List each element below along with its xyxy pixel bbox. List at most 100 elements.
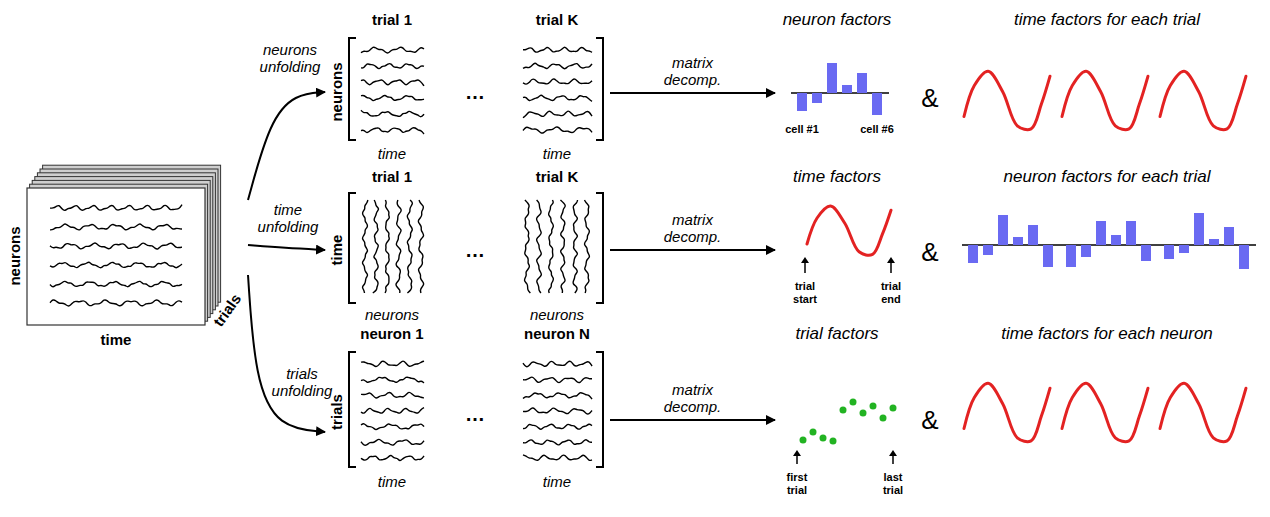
- unfolded-matrix: timetrial 1trial K…neuronsneurons: [325, 165, 610, 327]
- wave-trace: [361, 392, 424, 398]
- axis-label: trial K: [536, 168, 579, 185]
- factor-bar: [1043, 245, 1053, 267]
- wave-trace: [523, 455, 592, 460]
- time-factor-curve: [964, 71, 1050, 129]
- wave-trace: [373, 200, 379, 293]
- wave-trace: [361, 456, 424, 461]
- time-factor-curve: [964, 383, 1050, 441]
- wave-trace: [361, 64, 424, 69]
- wave-trace: [525, 200, 531, 293]
- trial-dot: [830, 438, 837, 445]
- unfolding-arrow: [248, 245, 325, 250]
- factor-panel: neuron factors cell #1 cell #6: [775, 8, 910, 148]
- edge-label: matrix decomp.: [656, 211, 730, 245]
- factor-panel: time factors for each trial: [950, 8, 1265, 148]
- matrix-bracket: [349, 193, 356, 303]
- wave-trace: [549, 200, 554, 293]
- pointer-arrow: [889, 450, 897, 456]
- trial-dot: [800, 437, 807, 444]
- factor-bar: [1111, 235, 1121, 245]
- node-artwork: [775, 165, 915, 315]
- node-artwork: [950, 322, 1265, 472]
- tick-label: cell #6: [852, 123, 902, 136]
- wave-trace: [573, 200, 577, 293]
- pointer-arrow: [796, 455, 798, 464]
- tick-label: trial end: [870, 280, 912, 306]
- tick-label: first trial: [776, 471, 818, 497]
- axis-label: time: [543, 145, 571, 162]
- wave-trace: [523, 440, 592, 445]
- factor-bar: [1224, 227, 1234, 245]
- factor-bar: [812, 93, 822, 103]
- ampersand-label: &: [921, 83, 938, 114]
- artwork-group: [791, 63, 889, 115]
- pointer-arrow: [793, 450, 801, 456]
- factor-bar: [1126, 221, 1136, 245]
- connector-group: [248, 92, 775, 432]
- wave-trace: [50, 205, 182, 211]
- tick-label: trial start: [784, 280, 826, 306]
- wave-trace: [361, 80, 424, 86]
- wave-trace: [361, 408, 424, 414]
- matrix-bracket: [596, 352, 603, 467]
- edge-label: trials unfolding: [265, 365, 339, 399]
- wave-trace: [50, 262, 182, 268]
- wave-trace: [523, 95, 592, 101]
- axis-label: trial 1: [372, 168, 412, 185]
- tick-label: cell #1: [777, 123, 827, 136]
- unfolding-arrow: [248, 275, 325, 432]
- ellipsis: …: [465, 403, 485, 426]
- factor-bar: [1066, 245, 1076, 267]
- panel-title: time factors for each neuron: [1001, 324, 1213, 344]
- axis-label: neurons: [6, 226, 23, 285]
- axis-label: trials: [328, 394, 345, 430]
- factor-bar: [998, 215, 1008, 245]
- wave-trace: [50, 281, 182, 286]
- wave-trace: [361, 424, 424, 430]
- wave-trace: [523, 361, 592, 366]
- unfolded-matrix: trialsneuron 1neuron N…timetime: [325, 322, 610, 500]
- axis-label: neurons: [365, 306, 419, 323]
- wave-trace: [50, 300, 182, 306]
- axis-label: neurons: [530, 306, 584, 323]
- pointer-arrow: [801, 257, 809, 263]
- unfolded-matrix: neuronstrial 1trial K…timetime: [325, 8, 610, 168]
- factor-bar: [1179, 245, 1189, 253]
- time-factor-curve: [807, 206, 891, 255]
- factor-bar: [1013, 237, 1023, 245]
- matrix-bracket: [596, 193, 603, 303]
- wave-trace: [523, 408, 592, 414]
- edge-label: time unfolding: [251, 201, 325, 235]
- wave-trace: [50, 243, 182, 249]
- artwork-group: [964, 71, 1246, 129]
- wave-trace: [50, 224, 182, 230]
- wave-trace: [361, 110, 424, 116]
- wave-trace: [523, 111, 592, 118]
- factor-panel: neuron factors for each trial: [950, 165, 1265, 305]
- decomposition-arrow: [610, 249, 775, 251]
- factor-panel: trial factorsfirst triallast trial: [775, 322, 917, 507]
- time-factor-curve: [1062, 71, 1148, 129]
- artwork-group: [349, 193, 603, 303]
- wave-trace: [523, 127, 592, 133]
- wave-trace: [361, 128, 424, 134]
- wave-trace: [523, 79, 592, 84]
- trial-dot: [840, 407, 847, 414]
- edge-label: neurons unfolding: [253, 41, 327, 75]
- wave-trace: [396, 200, 401, 293]
- trial-dot: [870, 403, 877, 410]
- factor-panel: time factorstrial starttrial end: [775, 165, 915, 315]
- matrix-bracket: [349, 38, 356, 140]
- panel-title: neuron factors for each trial: [1004, 167, 1211, 187]
- factor-bar: [983, 245, 993, 255]
- wave-trace: [361, 96, 424, 101]
- wave-trace: [560, 200, 565, 293]
- factor-bar: [827, 63, 837, 93]
- axis-label: time: [543, 473, 571, 490]
- trial-dot: [810, 429, 817, 436]
- wave-trace: [361, 47, 424, 53]
- panel-title: neuron factors: [783, 10, 892, 30]
- tensor-front: [27, 188, 205, 325]
- factor-bar: [1194, 213, 1204, 245]
